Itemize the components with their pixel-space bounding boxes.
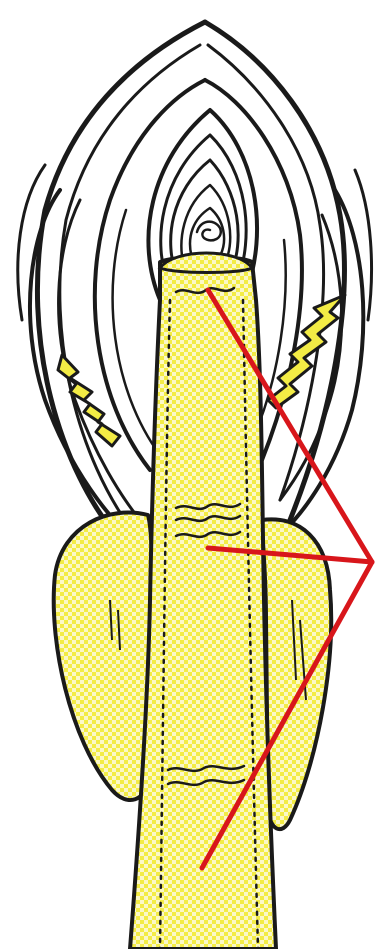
stem-body xyxy=(130,257,276,949)
left-leaf-base xyxy=(54,513,152,801)
stem-axis xyxy=(130,253,276,949)
